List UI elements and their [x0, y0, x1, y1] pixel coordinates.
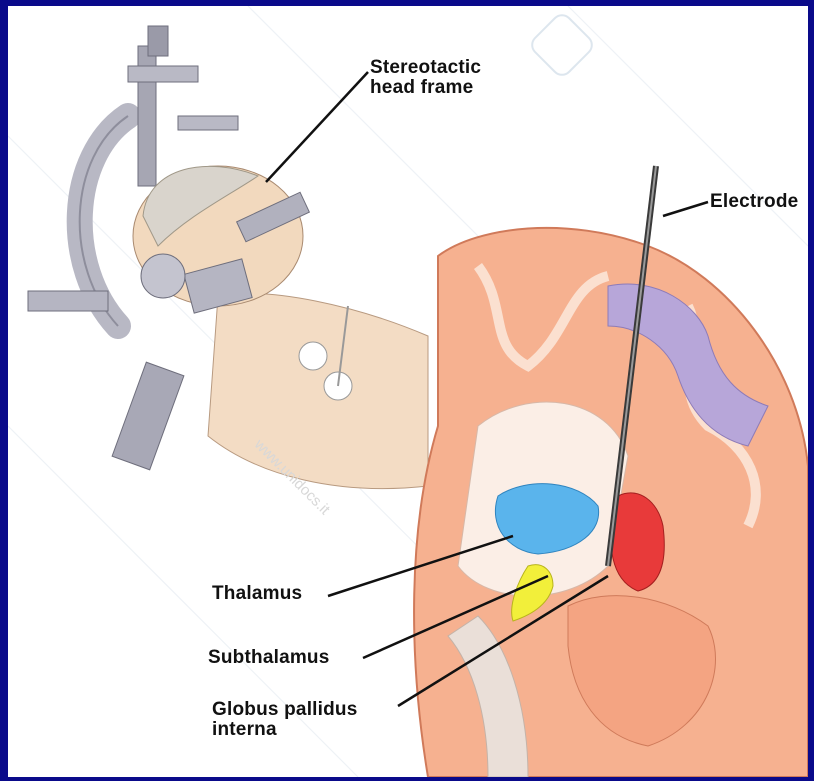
illustration-frame: www.unidocs.it Stereotactic head frame E…	[8, 6, 808, 777]
patient	[133, 166, 428, 489]
label-globus-line2: interna	[212, 720, 358, 740]
label-head-frame-line2: head frame	[370, 78, 481, 98]
brain-section	[414, 228, 808, 777]
label-electrode: Electrode	[710, 192, 798, 212]
dbs-illustration	[8, 6, 808, 777]
label-globus-line1: Globus pallidus	[212, 700, 358, 720]
label-globus-pallidus: Globus pallidus interna	[212, 700, 358, 740]
label-thalamus: Thalamus	[212, 584, 302, 604]
watermark-logo	[528, 11, 596, 79]
label-head-frame: Stereotactic head frame	[370, 58, 481, 98]
label-head-frame-line1: Stereotactic	[370, 58, 481, 78]
label-subthalamus: Subthalamus	[208, 648, 330, 668]
